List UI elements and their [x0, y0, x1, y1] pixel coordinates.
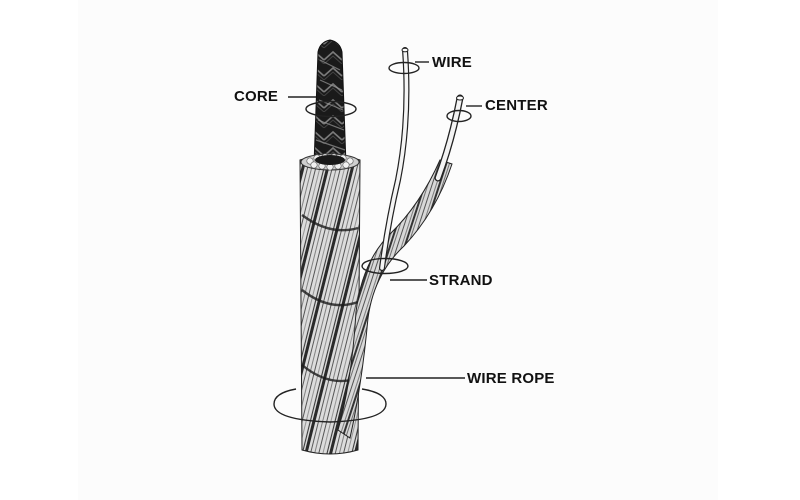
wire-rope-label: WIRE ROPE	[467, 370, 555, 387]
strand-unwound	[337, 159, 453, 439]
wire-rope-ring	[273, 388, 387, 423]
core-label: CORE	[234, 88, 279, 105]
center-ring	[446, 109, 472, 123]
strand-ring	[361, 257, 409, 275]
center-label: CENTER	[485, 97, 548, 114]
center-wire	[434, 94, 464, 182]
wire-label: WIRE	[432, 54, 472, 71]
core-rope	[313, 39, 347, 166]
callout-leaders	[273, 61, 482, 423]
strand-label: STRAND	[429, 272, 493, 289]
wire-ring	[388, 61, 420, 75]
single-wire	[379, 47, 410, 271]
wire-rope-body	[299, 153, 361, 455]
core-ring	[305, 100, 357, 118]
